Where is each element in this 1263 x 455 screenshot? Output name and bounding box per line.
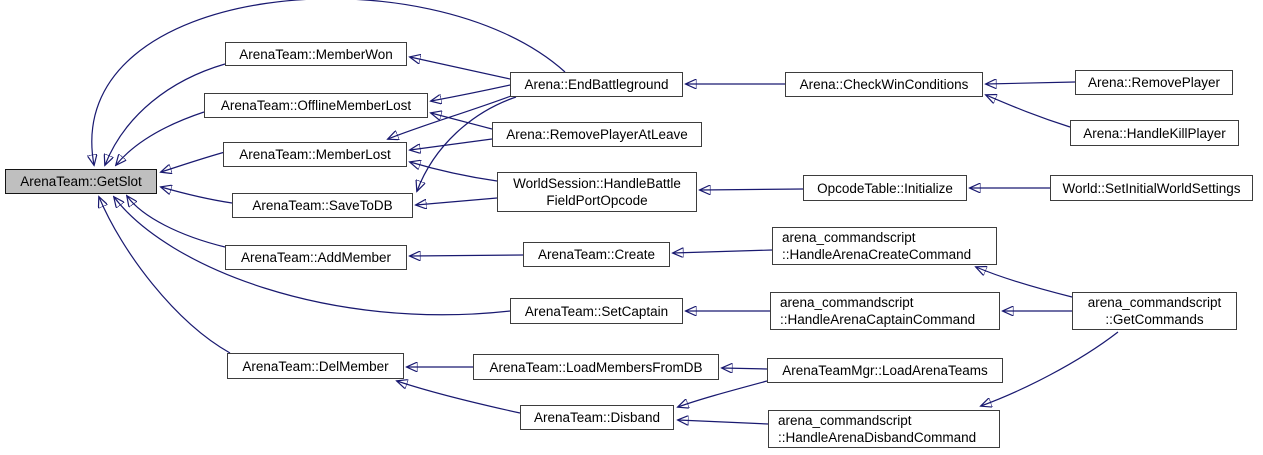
edge-add-member-to-get-slot (127, 196, 226, 248)
edge-end-battleground-to-member-won (410, 57, 511, 80)
node-arenateam-offlinememberlost[interactable]: ArenaTeam::OfflineMemberLost (204, 93, 428, 118)
node-label: ArenaTeam::LoadMembersFromDB (489, 359, 703, 375)
node-arenateam-delmember[interactable]: ArenaTeam::DelMember (227, 353, 404, 379)
node-label: ArenaTeam::OfflineMemberLost (220, 98, 412, 113)
edge-remove-player-to-check-win-conditions (986, 82, 1076, 84)
edge-member-won-to-get-slot (105, 63, 226, 165)
node-label-line1: WorldSession::HandleBattle (513, 176, 681, 191)
node-label: ArenaTeam::AddMember (240, 250, 392, 265)
node-arena-checkwinconditions[interactable]: Arena::CheckWinConditions (785, 72, 983, 97)
node-label: Arena::RemovePlayerAtLeave (506, 127, 688, 142)
node-arena-commandscript-handlearenacreatecommand[interactable]: arena_commandscript ::HandleArenaCreateC… (772, 227, 997, 265)
node-arena-removeplayeratleave[interactable]: Arena::RemovePlayerAtLeave (492, 122, 702, 147)
node-arena-commandscript-handlearenacaptaincommand[interactable]: arena_commandscript ::HandleArenaCaptain… (770, 292, 1000, 330)
edge-disband-to-del-member (397, 381, 521, 414)
edge-end-battleground-to-offline-member-lost (431, 84, 511, 101)
node-label: ArenaTeam::SetCaptain (524, 303, 669, 319)
node-label: ArenaTeam::MemberLost (239, 147, 391, 162)
edge-offline-member-lost-to-get-slot (116, 111, 205, 165)
node-arenateam-memberlost[interactable]: ArenaTeam::MemberLost (223, 142, 407, 167)
edge-save-to-db-to-get-slot (161, 187, 233, 204)
edge-create-to-add-member (410, 255, 524, 256)
node-arenateam-memberwon[interactable]: ArenaTeam::MemberWon (225, 42, 407, 66)
node-arena-endbattleground[interactable]: Arena::EndBattleground (510, 72, 683, 97)
node-label: Arena::CheckWinConditions (799, 77, 969, 92)
node-label-line1: arena_commandscript (778, 413, 912, 428)
node-label: OpcodeTable::Initialize (817, 180, 953, 196)
node-label: ArenaTeam::GetSlot (20, 174, 142, 189)
node-label-line1: arena_commandscript (1087, 295, 1222, 310)
node-arenateam-addmember[interactable]: ArenaTeam::AddMember (225, 245, 407, 270)
node-label: ArenaTeam::Create (537, 247, 656, 262)
node-arenateam-create[interactable]: ArenaTeam::Create (523, 242, 670, 267)
edge-handle-arena-disband-command-to-disband (678, 420, 769, 424)
node-label-line2: FieldPortOpcode (546, 193, 648, 208)
edge-end-battleground-to-get-slot (92, 0, 566, 165)
edge-handle-arena-create-command-to-create (673, 250, 773, 253)
edge-handle-kill-player-to-check-win-conditions (986, 95, 1071, 128)
node-label-line2: ::GetCommands (1105, 312, 1204, 327)
node-label: Arena::EndBattleground (524, 77, 669, 92)
node-worldsession-handlebattlefieldportopcode[interactable]: WorldSession::HandleBattle FieldPortOpco… (497, 172, 697, 212)
edge-end-battleground-to-save-to-db (417, 96, 517, 191)
node-arenateammgr-loadarenateams[interactable]: ArenaTeamMgr::LoadArenaTeams (767, 358, 1003, 383)
node-arena-commandscript-getcommands[interactable]: arena_commandscript ::GetCommands (1072, 292, 1237, 330)
node-label: ArenaTeam::MemberWon (239, 46, 393, 62)
edge-del-member-to-get-slot (99, 197, 231, 354)
node-arenateam-setcaptain[interactable]: ArenaTeam::SetCaptain (510, 298, 683, 324)
node-arenateam-loadmembersfromdb[interactable]: ArenaTeam::LoadMembersFromDB (473, 354, 719, 380)
node-label-line1: arena_commandscript (780, 295, 914, 310)
node-label: Arena::RemovePlayer (1087, 75, 1221, 90)
edge-remove-player-at-leave-to-member-lost (410, 138, 493, 150)
node-arena-handlekillplayer[interactable]: Arena::HandleKillPlayer (1070, 120, 1239, 146)
node-arenateam-savetodb[interactable]: ArenaTeam::SaveToDB (232, 193, 413, 218)
edge-get-commands-to-handle-arena-disband-command (981, 331, 1119, 406)
node-label: ArenaTeam::Disband (533, 410, 661, 425)
edge-load-arena-teams-to-load-members-from-db (722, 368, 768, 369)
node-label-line1: arena_commandscript (782, 230, 916, 245)
node-arena-commandscript-handlearenadisbandcommand[interactable]: arena_commandscript ::HandleArenaDisband… (768, 410, 1000, 448)
node-label: ArenaTeamMgr::LoadArenaTeams (782, 363, 988, 378)
node-arenateam-getslot: ArenaTeam::GetSlot (5, 169, 157, 194)
node-world-setinitialworldsettings[interactable]: World::SetInitialWorldSettings (1050, 175, 1253, 201)
node-arena-removeplayer[interactable]: Arena::RemovePlayer (1075, 70, 1233, 95)
edge-set-captain-to-get-slot (114, 197, 511, 316)
edge-remove-player-at-leave-to-offline-member-lost (431, 113, 493, 130)
edge-get-commands-to-handle-arena-create-command (976, 267, 1073, 298)
node-label-line2: ::HandleArenaCaptainCommand (780, 312, 976, 327)
edge-end-battleground-to-member-lost (388, 95, 512, 139)
edge-handle-battlefield-port-opcode-to-save-to-db (416, 197, 498, 205)
node-label: ArenaTeam::DelMember (242, 358, 389, 374)
node-label-line2: ::HandleArenaDisbandCommand (778, 430, 977, 445)
edge-load-arena-teams-to-disband (678, 380, 768, 407)
node-label: World::SetInitialWorldSettings (1062, 180, 1241, 196)
edge-handle-battlefield-port-opcode-to-member-lost (410, 162, 498, 182)
node-label-line2: ::HandleArenaCreateCommand (782, 247, 972, 262)
node-opcodetable-initialize[interactable]: OpcodeTable::Initialize (803, 175, 967, 201)
node-arenateam-disband[interactable]: ArenaTeam::Disband (520, 405, 674, 430)
node-label: Arena::HandleKillPlayer (1083, 125, 1226, 141)
edge-opcode-table-initialize-to-handle-battlefield-port-opcode (700, 189, 804, 190)
edge-member-lost-to-get-slot (161, 151, 226, 172)
node-label: ArenaTeam::SaveToDB (252, 198, 393, 213)
